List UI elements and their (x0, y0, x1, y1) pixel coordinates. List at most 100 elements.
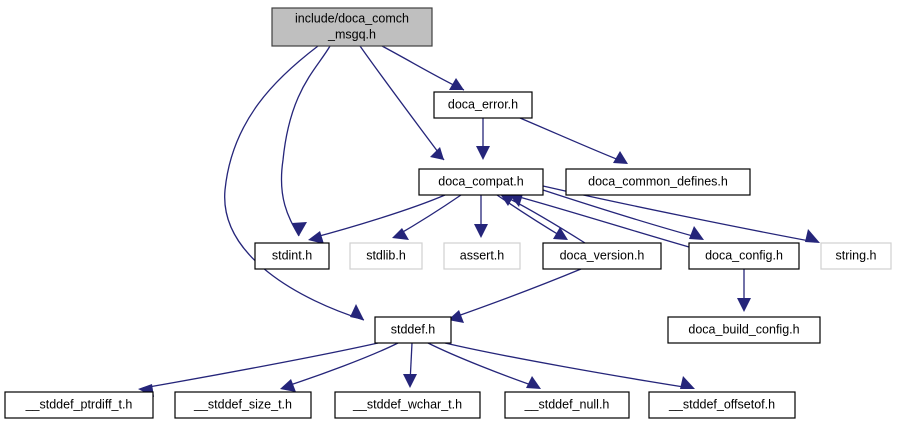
graph-node-string[interactable]: string.h (820, 242, 892, 270)
graph-node-root[interactable]: include/doca_comch_msgq.h (271, 7, 433, 47)
graph-edge-stddef-to-wchar_t (403, 342, 417, 388)
node-box[interactable] (433, 91, 533, 119)
graph-edge-stddef-to-offsetof (444, 342, 695, 389)
node-label: doca_version.h (560, 248, 645, 262)
graph-edge-root-to-stddef (224, 45, 365, 321)
graph-edge-stddef-to-ptrdiff (138, 342, 379, 397)
edge-line (381, 45, 465, 91)
graph-nodes-layer: include/doca_comch_msgq.h doca_error.hdoc… (4, 7, 892, 419)
node-label: string.h (836, 248, 877, 262)
arrowhead-icon (449, 78, 464, 90)
node-label: stddef.h (391, 322, 436, 336)
graph-edge-doca_compat-to-stdlib (392, 194, 462, 240)
node-box[interactable] (334, 391, 481, 419)
node-label: doca_config.h (705, 248, 783, 262)
graph-node-ptrdiff[interactable]: __stddef_ptrdiff_t.h (4, 391, 154, 419)
edge-line (283, 342, 399, 388)
arrowhead-icon (476, 146, 490, 160)
arrowhead-icon (613, 151, 628, 164)
edge-line (451, 268, 582, 319)
graph-node-stdlib[interactable]: stdlib.h (349, 242, 423, 270)
node-label: doca_common_defines.h (588, 174, 728, 188)
node-box[interactable] (504, 391, 630, 419)
node-label: doca_compat.h (438, 174, 524, 188)
node-box[interactable] (443, 242, 521, 270)
edge-line (444, 342, 691, 389)
graph-edge-doca_config-to-doca_build_config (737, 269, 751, 312)
graph-node-stddef[interactable]: stddef.h (374, 316, 452, 344)
arrowhead-icon (680, 376, 695, 389)
node-box[interactable] (667, 316, 821, 344)
node-box[interactable] (174, 391, 312, 419)
graph-node-doca_config[interactable]: doca_config.h (688, 242, 800, 270)
arrowhead-icon (689, 226, 704, 240)
graph-node-doca_build_config[interactable]: doca_build_config.h (667, 316, 821, 344)
node-box[interactable] (254, 242, 330, 270)
node-label: assert.h (460, 248, 505, 262)
arrowhead-icon (448, 310, 464, 323)
graph-edges-layer (138, 45, 820, 397)
node-box[interactable] (4, 391, 154, 419)
graph-edge-doca_compat-to-assert (474, 195, 488, 238)
edge-line (280, 45, 331, 237)
graph-node-wchar_t[interactable]: __stddef_wchar_t.h (334, 391, 481, 419)
node-box[interactable] (565, 168, 751, 196)
arrowhead-icon (292, 222, 307, 236)
graph-node-size_t[interactable]: __stddef_size_t.h (174, 391, 312, 419)
graph-node-doca_compat[interactable]: doca_compat.h (418, 168, 544, 196)
graph-edge-doca_config-to-doca_compat (508, 193, 690, 248)
edge-line (542, 189, 701, 239)
node-label: __stddef_wchar_t.h (352, 397, 462, 411)
node-box[interactable] (820, 242, 892, 270)
graph-edge-root-to-doca_compat (359, 45, 445, 161)
edge-line (359, 45, 445, 161)
graph-edge-stddef-to-null (427, 342, 541, 389)
node-box[interactable] (648, 391, 796, 419)
graph-edge-doca_version-to-stddef (448, 268, 582, 323)
node-label: __stddef_size_t.h (193, 397, 292, 411)
node-label: __stddef_offsetof.h (668, 397, 775, 411)
graph-node-doca_version[interactable]: doca_version.h (542, 242, 662, 270)
arrowhead-icon (308, 231, 324, 244)
edge-line (142, 342, 379, 389)
arrowhead-icon (474, 224, 488, 238)
node-box[interactable] (271, 7, 433, 47)
node-label: _msgq.h (327, 27, 376, 41)
node-label: doca_error.h (448, 97, 518, 111)
graph-node-doca_common_defines[interactable]: doca_common_defines.h (565, 168, 751, 196)
edge-line (427, 342, 538, 388)
graph-node-null[interactable]: __stddef_null.h (504, 391, 630, 419)
arrowhead-icon (526, 376, 541, 389)
arrowhead-icon (508, 193, 523, 207)
node-box[interactable] (374, 316, 452, 344)
graph-edge-doca_error-to-doca_compat (476, 118, 490, 160)
graph-edge-doca_version-to-doca_compat (500, 194, 586, 244)
arrowhead-icon (280, 379, 296, 392)
graph-edge-doca_compat-to-doca_config (542, 189, 704, 240)
graph-node-assert[interactable]: assert.h (443, 242, 521, 270)
graph-edge-doca_compat-to-stdint (308, 194, 446, 244)
graph-edge-doca_compat-to-doca_version (496, 194, 568, 240)
graph-node-stdint[interactable]: stdint.h (254, 242, 330, 270)
node-label: stdint.h (272, 248, 312, 262)
arrowhead-icon (403, 374, 417, 388)
graph-node-doca_error[interactable]: doca_error.h (433, 91, 533, 119)
arrowhead-icon (392, 228, 409, 240)
node-label: __stddef_ptrdiff_t.h (25, 397, 133, 411)
node-box[interactable] (418, 168, 544, 196)
graph-edge-root-to-doca_error (381, 45, 465, 91)
node-box[interactable] (688, 242, 800, 270)
edge-line (511, 194, 690, 248)
graph-edge-stddef-to-size_t (280, 342, 399, 392)
node-box[interactable] (349, 242, 423, 270)
arrowhead-icon (737, 298, 751, 312)
graph-edge-root-to-stdint (280, 45, 331, 237)
node-box[interactable] (542, 242, 662, 270)
node-label: stdlib.h (366, 248, 406, 262)
edge-line (519, 117, 625, 163)
node-label: __stddef_null.h (524, 397, 610, 411)
arrowhead-icon (805, 229, 820, 243)
graph-node-offsetof[interactable]: __stddef_offsetof.h (648, 391, 796, 419)
arrowhead-icon (350, 304, 364, 320)
